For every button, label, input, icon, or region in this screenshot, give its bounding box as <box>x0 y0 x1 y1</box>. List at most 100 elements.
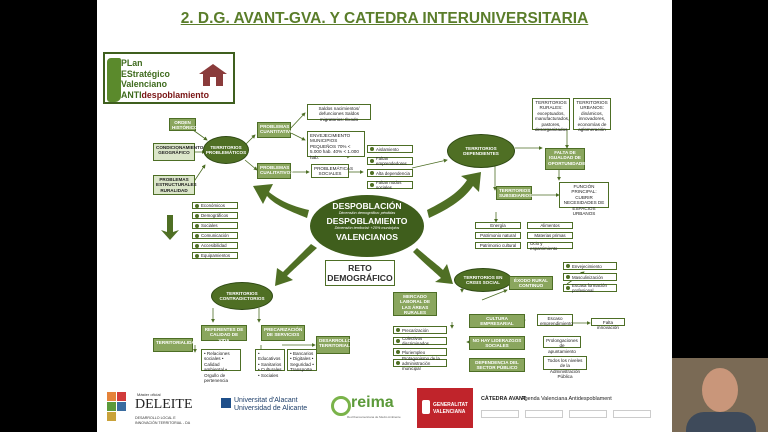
node-problematicas-sociales: PROBLEMÁTICAS SOCIALES <box>311 164 353 178</box>
list-item-label: Pluriempleo <box>402 349 426 355</box>
node-prolongaciones: Prolongaciones de apuntamiento <box>543 336 581 354</box>
catedra-title: CÀTEDRA AVANT <box>481 396 527 402</box>
node-falta-igualdad: FALTA DE IGUALDAD DE OPORTUNIDADES <box>545 148 588 170</box>
resource-label: Patrimonio natural <box>480 233 516 238</box>
center-sub-2: Dimensión territorial: +20% municipios <box>334 226 400 230</box>
node-todos-niveles: Todos los niveles de la Administración P… <box>543 356 587 379</box>
list-item: Sociales <box>192 222 238 229</box>
node-precarizacion: PRECARIZACIÓN DE SERVICIOS <box>261 325 305 341</box>
center-title-3: VALENCIANOS <box>336 232 398 242</box>
node-falta-innovacion: Falta innovación <box>591 318 625 330</box>
node-referentes: REFERENTES DE CALIDAD DE VIDA <box>201 325 247 343</box>
list-item-label: Aislamiento <box>376 146 399 152</box>
bullet-icon <box>370 159 374 163</box>
bullet-icon <box>566 286 570 290</box>
center-title-2: DESPOBLAMIENTO <box>326 216 408 226</box>
bullet-icon <box>370 171 374 175</box>
bullet-icon <box>195 223 199 228</box>
slide-title: 2. D.G. AVANT-GVA. Y CATEDRA INTERUNIVER… <box>180 10 589 27</box>
house-icon <box>199 64 227 86</box>
bullet-icon <box>195 253 199 258</box>
list-item-label: Protagonismo de la administración munici… <box>402 355 440 371</box>
list-item: Equipamientos <box>192 252 238 259</box>
catedra-sub: Agenda Valenciana Antidespoblament <box>521 396 612 402</box>
list-item: Aislamiento <box>367 145 413 153</box>
list-item: Económicos <box>192 202 238 209</box>
presenter-face <box>702 368 738 412</box>
ua-line-1: Universitat d'Alacant <box>234 397 298 404</box>
resource-item: Alimentos <box>527 222 573 229</box>
list-item-label: Envejecimiento <box>572 263 602 269</box>
bullet-icon <box>370 183 374 187</box>
node-territorialidad: TERRITORIALIDAD <box>153 338 198 352</box>
uni-logo-icon <box>481 410 519 418</box>
webcam-presenter <box>672 358 768 432</box>
node-condicionamiento: CONDICIONAMIENTO GEOGRÁFICO <box>153 143 203 161</box>
gva-line-2: VALENCIANA <box>433 409 466 415</box>
deleite-square-icon <box>107 412 116 421</box>
connector-arrows <box>161 112 591 365</box>
gva-block: GENERALITAT VALENCIANA <box>417 388 473 428</box>
list-item-label: Colectivos discriminados <box>402 336 429 346</box>
central-node-despoblacion: DESPOBLACIÓN Dimensión demográfica: pérd… <box>310 195 424 257</box>
list-item-label: Accesibilidad <box>201 243 227 248</box>
list-item-label: Escasa formación profesional <box>572 283 607 293</box>
gva-line-1: GENERALITAT <box>433 402 468 408</box>
node-crisis-social: TERRITORIOS EN CRISIS SOCIAL <box>454 268 512 292</box>
node-cualitativos: PROBLEMAS CUALITATIVOS <box>257 163 293 179</box>
node-exodo-rural: ÉXODO RURAL CONTINUO <box>509 276 553 290</box>
bullet-icon <box>566 275 570 279</box>
bullet-icon <box>396 339 400 343</box>
list-item-label: Económicos <box>201 203 225 208</box>
list-item: Comunicación <box>192 232 238 239</box>
list-item: Colectivos discriminados <box>393 336 447 346</box>
list-item-label: Demográficos <box>201 213 229 218</box>
ua-logo-icon <box>221 398 231 408</box>
bullet-icon <box>195 233 199 238</box>
node-saldos: Saldos nacimientos/ defunciones Saldos m… <box>307 104 371 122</box>
node-educativos-list: • Educativos • Sanitarios • Culturales •… <box>255 349 285 378</box>
list-item-label: Masculinización <box>572 274 603 280</box>
deleite-logo-text: DELEITE <box>135 397 193 412</box>
node-territorios-rurales: TERRITORIOS RURALES: exceptuados, manufa… <box>532 98 570 132</box>
node-cuantitativos: PROBLEMAS CUANTITATIVOS <box>257 122 297 138</box>
list-item-label: Faltan emprendedores <box>376 156 407 166</box>
deleite-sub-1: DESARROLLO LOCAL E <box>135 416 176 420</box>
node-subsidiarios: TERRITORIOS SUBSIDIARIOS <box>496 186 532 200</box>
list-item: Faltan nodos sociales <box>367 180 413 190</box>
resource-item: Patrimonio natural <box>475 232 521 239</box>
resource-item: Ocio y esparcimiento <box>527 241 573 251</box>
list-item: Faltan emprendedores <box>367 156 413 166</box>
gva-crest-icon <box>422 400 430 414</box>
uni-logo-icon <box>525 410 563 418</box>
node-referentes-list: • Relaciones sociales • Calidad ambienta… <box>201 349 241 383</box>
bullet-icon <box>396 350 400 354</box>
university-logos-row <box>481 410 661 420</box>
center-sub-1: Dimensión demográfica: pérdidas <box>338 211 396 215</box>
node-desarrollo-territorial: DESARROLLO TERRITORIAL <box>316 336 351 354</box>
footer-logos: Màster oficial DELEITE DESARROLLO LOCAL … <box>97 386 672 432</box>
node-liderazgos: NO HAY LIDERAZGOS SOCIALES <box>469 336 525 350</box>
bullet-icon <box>396 361 400 365</box>
reima-text: reima <box>351 394 394 411</box>
logo-anti: ANTI <box>121 89 142 100</box>
node-territorios-urbanos: TERRITORIOS URBANOS: dinámicos, innovado… <box>573 98 611 132</box>
uni-logo-icon <box>613 410 651 418</box>
list-item: Envejecimiento <box>563 262 617 270</box>
resource-item: Energía <box>475 222 521 229</box>
bullet-icon <box>195 243 199 248</box>
plan-logo: PLan EStratégico Valenciano ANTIdespobla… <box>103 52 235 104</box>
node-dependencia-publico: DEPENDENCIA DEL SECTOR PÚBLICO <box>469 358 525 372</box>
resource-item: Materias primas <box>527 232 573 239</box>
bullet-icon <box>195 213 199 218</box>
list-item-label: Equipamientos <box>201 253 231 258</box>
node-envejecimiento: ENVEJECIMIENTO MUNICIPIOS PEQUEÑOS 70% <… <box>307 131 365 160</box>
node-territorios-problematicos: TERRITORIOS PROBLEMÁTICOS <box>203 136 249 164</box>
deleite-square-icon <box>117 402 126 411</box>
resource-label: Alimentos <box>540 223 560 228</box>
deleite-square-icon <box>107 392 116 401</box>
deleite-top: Màster oficial <box>137 392 161 397</box>
list-item: Precarización <box>393 326 447 334</box>
resource-label: Patrimonio cultural <box>479 243 517 248</box>
bullet-icon <box>396 328 400 332</box>
